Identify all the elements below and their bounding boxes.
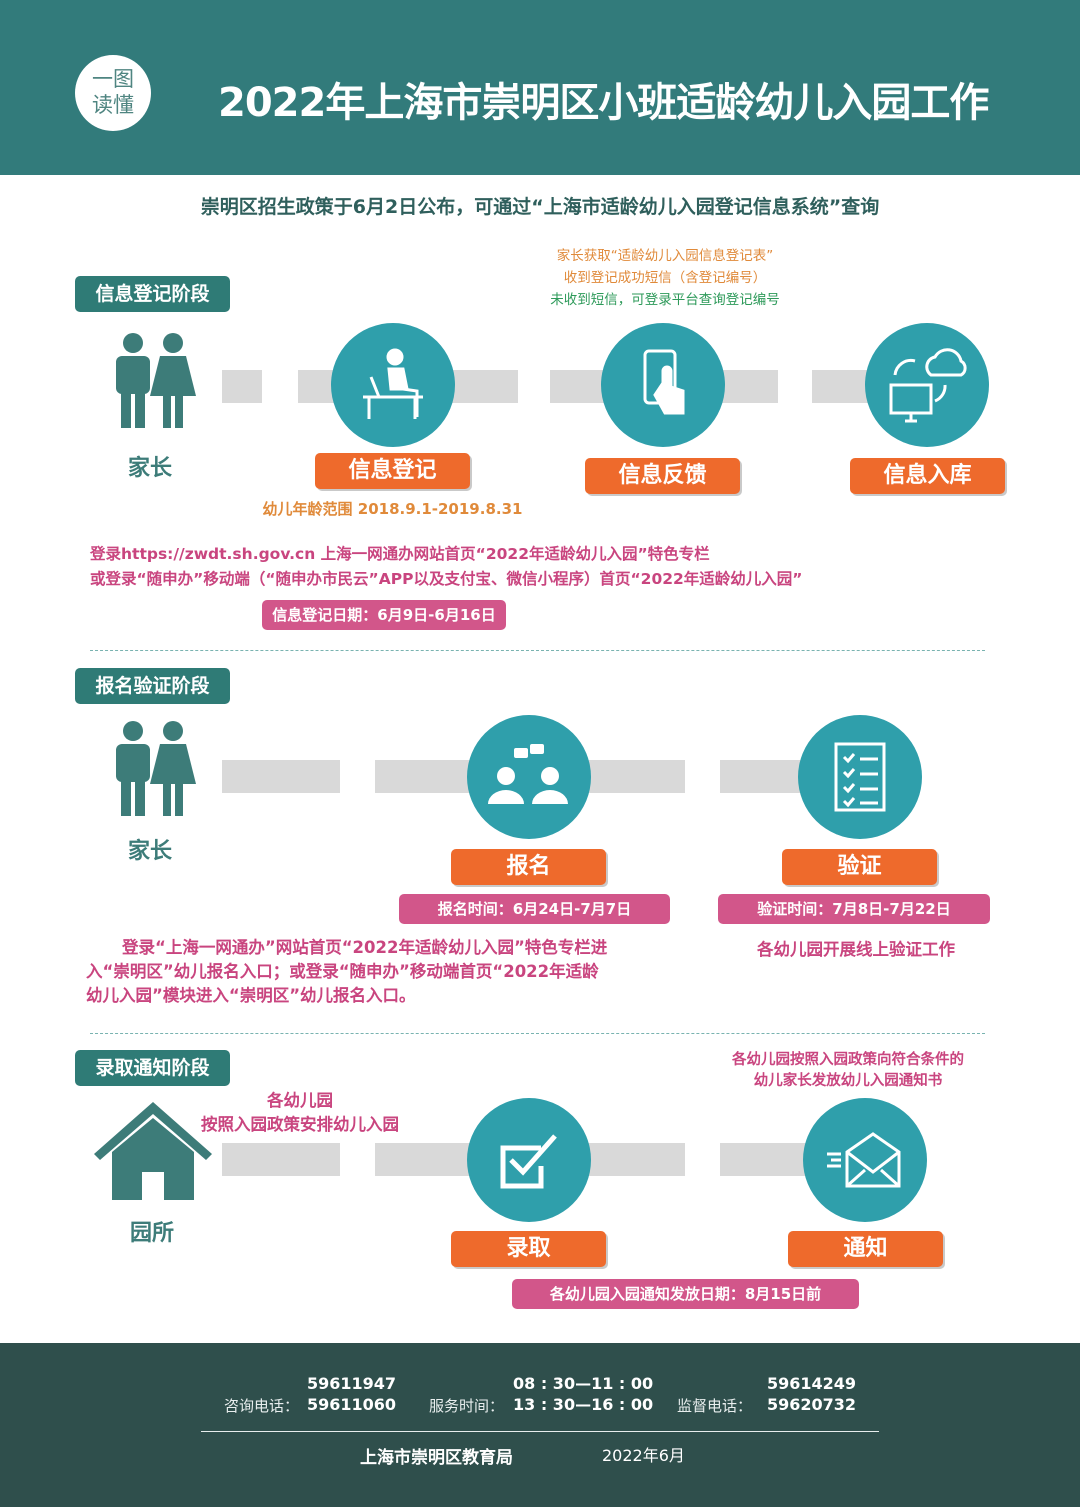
verify-note: 各幼儿园开展线上验证工作 <box>757 940 955 959</box>
cloud-sync-icon <box>889 348 967 423</box>
step-label: 报名 <box>451 849 606 885</box>
checkbox-icon <box>500 1134 557 1189</box>
header: 一图读懂 2022年上海市崇明区小班适龄幼儿入园工作 <box>0 0 1080 175</box>
flow-bar <box>375 760 475 793</box>
step-feedback-circle <box>601 323 725 447</box>
flow-bar <box>222 1143 340 1176</box>
one-picture-badge: 一图读懂 <box>75 55 151 131</box>
footer-divider <box>201 1431 879 1432</box>
parents-icon <box>116 333 196 428</box>
parents-icon <box>116 721 196 816</box>
feedback-notes: 家长获取“适龄幼儿入园信息登记表” 收到登记成功短信（含登记编号） 未收到短信，… <box>480 245 850 311</box>
step-label: 信息入库 <box>850 458 1005 494</box>
flow-bar <box>375 1143 475 1176</box>
role-label: 家长 <box>127 456 172 481</box>
age-range: 幼儿年龄范围 2018.9.1-2019.8.31 <box>262 500 523 518</box>
phone-tap-icon <box>643 349 685 415</box>
flow-bar <box>580 760 685 793</box>
badge-line: 一图 <box>92 67 134 91</box>
organization: 上海市崇明区教育局 <box>360 1448 513 1468</box>
note-line: 各幼儿园按照入园政策向符合条件的 <box>732 1052 964 1068</box>
stage-tag-signup: 报名验证阶段 <box>75 668 230 704</box>
step-register-circle <box>331 323 455 447</box>
phone: 59611947 <box>307 1374 397 1393</box>
checklist-icon <box>834 742 886 812</box>
notice-date-badge: 各幼儿园入园通知发放日期：8月15日前 <box>512 1279 859 1309</box>
desc-line: 入“崇明区”幼儿报名入口；或登录“随申办”移动端首页“2022年适龄 <box>86 962 599 981</box>
signup-description: 登录“上海一网通办”网站首页“2022年适龄幼儿入园”特色专栏进 入“崇明区”幼… <box>86 936 607 1008</box>
page-title: 2022年上海市崇明区小班适龄幼儿入园工作 <box>218 80 989 126</box>
house-icon <box>94 1102 212 1200</box>
publish-date: 2022年6月 <box>602 1446 685 1465</box>
notice-note: 各幼儿园按照入园政策向符合条件的 幼儿家长发放幼儿入园通知书 <box>690 1050 1006 1092</box>
phone: 59614249 <box>767 1374 857 1393</box>
note-line: 收到登记成功短信（含登记编号） <box>563 270 767 286</box>
step-label: 信息反馈 <box>585 458 740 494</box>
subtitle: 崇明区招生政策于6月2日公布，可通过“上海市适龄幼儿入园登记信息系统”查询 <box>200 196 880 218</box>
note-line: 家长获取“适龄幼儿入园信息登记表” <box>556 248 774 264</box>
flow-chevron <box>284 370 298 403</box>
consult-phones: 59611947 59611060 <box>307 1373 396 1415</box>
people-chat-icon <box>488 744 568 804</box>
step-admit-circle <box>467 1098 591 1222</box>
step-label: 通知 <box>788 1231 943 1267</box>
envelope-icon <box>827 1132 901 1188</box>
step-signup-circle <box>467 715 591 839</box>
phone: 59620732 <box>767 1395 857 1414</box>
consult-label: 咨询电话： <box>224 1397 300 1415</box>
note-line: 未收到短信，可登录平台查询登记编号 <box>550 292 780 308</box>
note-line: 按照入园政策安排幼儿入园 <box>201 1115 399 1134</box>
verify-time-badge: 验证时间：7月8日-7月22日 <box>718 894 990 924</box>
arrangement-note: 各幼儿园 按照入园政策安排幼儿入园 <box>160 1089 440 1137</box>
step-database-circle <box>865 323 989 447</box>
role-label: 园所 <box>129 1221 174 1246</box>
step-notify-circle <box>803 1098 927 1222</box>
signup-time-badge: 报名时间：6月24日-7月7日 <box>399 894 670 924</box>
hours: 08 : 30—11 : 00 <box>513 1374 654 1393</box>
note-line: 幼儿家长发放幼儿入园通知书 <box>753 1073 943 1089</box>
stage-tag-registration: 信息登记阶段 <box>75 276 230 312</box>
step-label: 验证 <box>782 849 937 885</box>
instruction-line: 或登录“随申办”移动端（“随申办市民云”APP以及支付宝、微信小程序）首页“20… <box>90 570 803 588</box>
desc-line: 登录“上海一网通办”网站首页“2022年适龄幼儿入园”特色专栏进 <box>122 938 608 957</box>
desc-line: 幼儿入园”模块进入“崇明区”幼儿报名入口。 <box>86 986 416 1005</box>
step-label: 录取 <box>451 1231 606 1267</box>
service-hours: 08 : 30—11 : 00 13 : 30—16 : 00 <box>513 1373 653 1415</box>
step-label: 信息登记 <box>315 453 470 489</box>
supervise-label: 监督电话： <box>677 1397 753 1415</box>
phone: 59611060 <box>307 1395 397 1414</box>
flow-bar <box>720 1143 810 1176</box>
note-line: 各幼儿园 <box>267 1091 333 1110</box>
divider <box>90 1033 985 1034</box>
flow-bar <box>222 370 262 403</box>
flow-bar <box>720 760 810 793</box>
footer: 咨询电话： 59611947 59611060 服务时间： 08 : 30—11 … <box>0 1343 1080 1507</box>
hours: 13 : 30—16 : 00 <box>513 1395 654 1414</box>
flow-bar <box>580 1143 685 1176</box>
supervise-phones: 59614249 59620732 <box>767 1373 856 1415</box>
divider <box>90 650 985 651</box>
role-label: 家长 <box>127 839 172 864</box>
instruction-line: 登录https://zwdt.sh.gov.cn 上海一网通办网站首页“2022… <box>90 545 710 563</box>
computer-user-icon <box>363 348 423 419</box>
step-verify-circle <box>798 715 922 839</box>
flow-bar <box>222 760 340 793</box>
hours-label: 服务时间： <box>429 1397 505 1415</box>
stage-tag-admission: 录取通知阶段 <box>75 1050 230 1086</box>
badge-line: 读懂 <box>92 93 134 117</box>
registration-date-badge: 信息登记日期：6月9日-6月16日 <box>262 600 506 630</box>
